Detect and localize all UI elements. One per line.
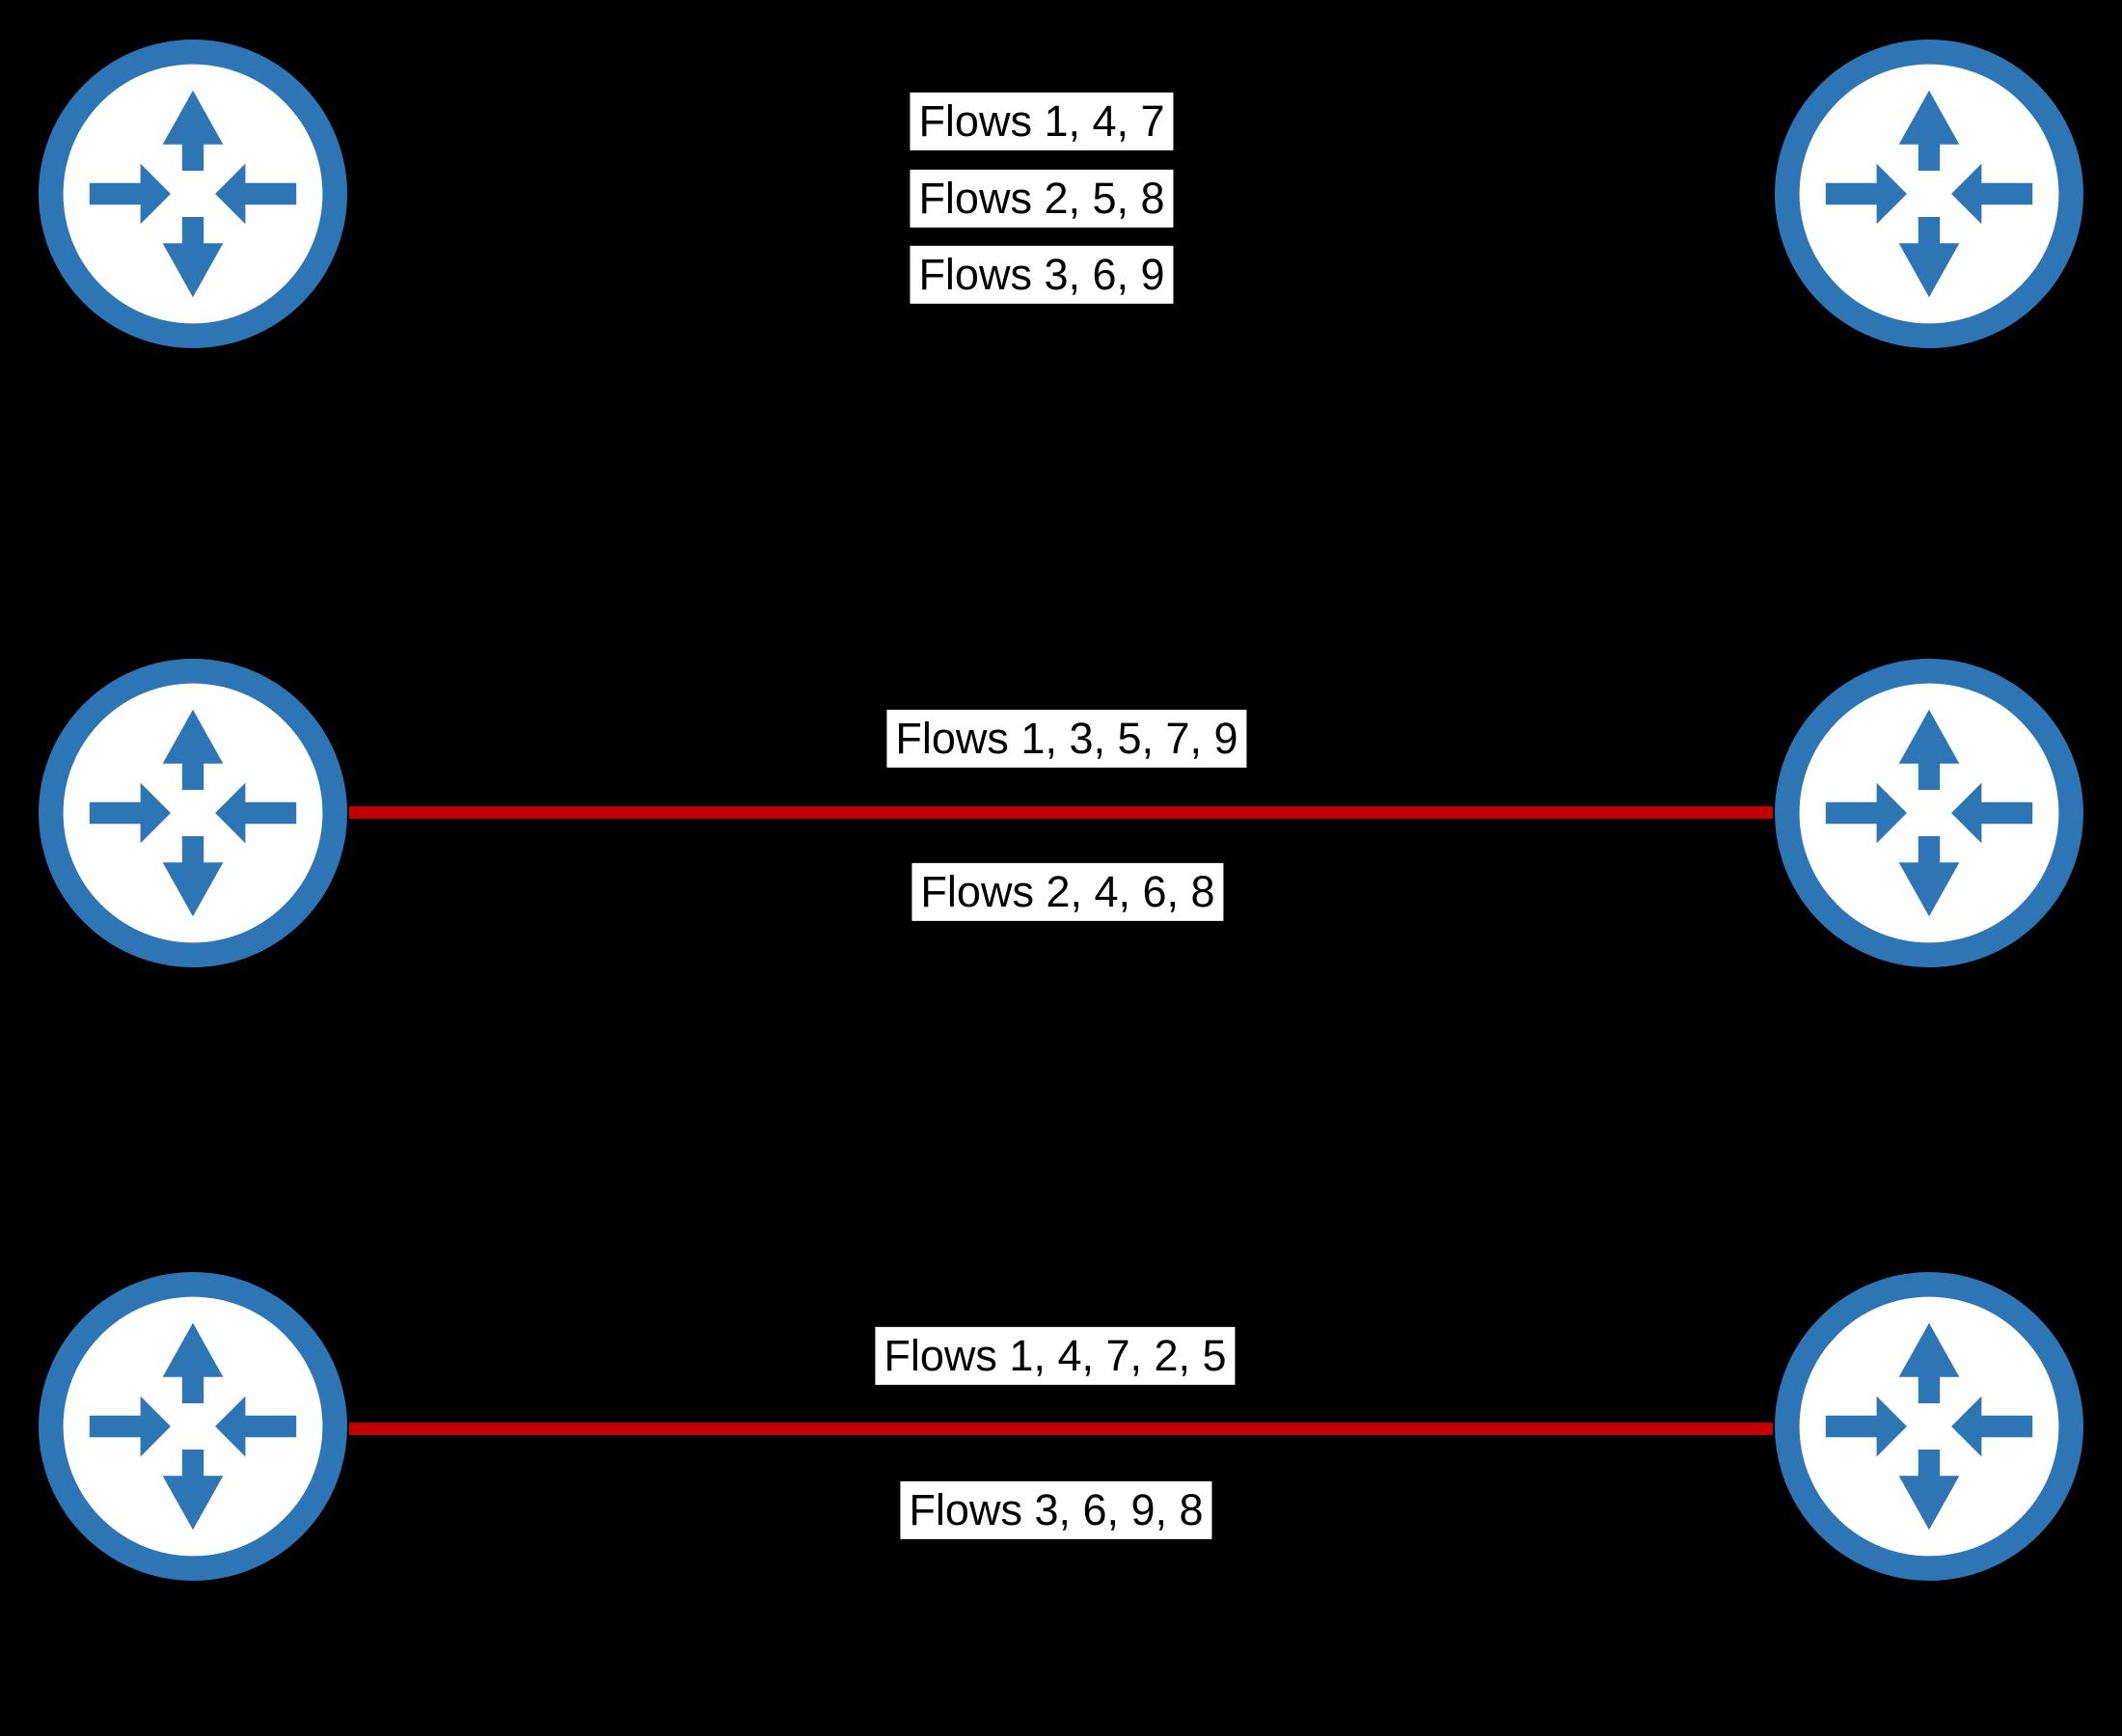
arrow-up-icon	[1898, 1322, 1960, 1403]
router-ring	[39, 659, 347, 967]
arrow-down-icon	[1898, 836, 1960, 917]
router-ring	[39, 40, 347, 348]
router-icon-svg	[1775, 659, 2083, 967]
router-icon-middle-left	[39, 659, 347, 967]
router-icon-bottom-left	[39, 1272, 347, 1581]
router-icon-middle-right	[1775, 659, 2083, 967]
arrow-down-icon	[1898, 1450, 1960, 1531]
arrow-inward-from-right-icon	[215, 163, 297, 225]
router-icon-svg	[39, 40, 347, 348]
router-icon-top-left	[39, 40, 347, 348]
router-icon-top-right	[1775, 40, 2083, 348]
arrow-inward-from-left-icon	[1825, 163, 1907, 225]
flow-label-top-0: Flows 1, 4, 7	[910, 92, 1174, 151]
arrow-inward-from-left-icon	[1825, 782, 1907, 844]
arrow-up-icon	[1898, 709, 1960, 790]
link-middle	[349, 805, 1773, 819]
arrow-up-icon	[162, 1322, 224, 1403]
router-icon-svg	[39, 659, 347, 967]
router-ring	[1775, 40, 2083, 348]
arrow-down-icon	[1898, 217, 1960, 298]
arrow-down-icon	[162, 1450, 224, 1531]
router-icon-svg	[39, 1272, 347, 1581]
router-ring	[39, 1272, 347, 1581]
flow-label-middle-3: Flows 1, 3, 5, 7, 9	[886, 709, 1247, 769]
flow-label-middle-4: Flows 2, 4, 6, 8	[911, 862, 1224, 922]
router-icon-bottom-right	[1775, 1272, 2083, 1581]
link-bottom	[349, 1422, 1773, 1435]
router-ring	[1775, 1272, 2083, 1581]
flow-label-top-1: Flows 2, 5, 8	[910, 169, 1174, 229]
flow-label-bottom-5: Flows 1, 4, 7, 2, 5	[875, 1326, 1236, 1386]
arrow-inward-from-right-icon	[1951, 1396, 2033, 1457]
flow-label-bottom-6: Flows 3, 6, 9, 8	[900, 1480, 1212, 1540]
arrow-inward-from-left-icon	[89, 163, 171, 225]
router-icon-svg	[1775, 1272, 2083, 1581]
arrow-down-icon	[162, 217, 224, 298]
flow-label-top-2: Flows 3, 6, 9	[910, 245, 1174, 305]
arrow-inward-from-right-icon	[1951, 782, 2033, 844]
arrow-up-icon	[162, 709, 224, 790]
arrow-inward-from-right-icon	[1951, 163, 2033, 225]
router-ring	[1775, 659, 2083, 967]
router-icon-svg	[1775, 40, 2083, 348]
arrow-inward-from-left-icon	[89, 782, 171, 844]
arrow-inward-from-right-icon	[215, 782, 297, 844]
arrow-up-icon	[1898, 90, 1960, 171]
arrow-inward-from-right-icon	[215, 1396, 297, 1457]
arrow-inward-from-left-icon	[89, 1396, 171, 1457]
arrow-down-icon	[162, 836, 224, 917]
arrow-inward-from-left-icon	[1825, 1396, 1907, 1457]
arrow-up-icon	[162, 90, 224, 171]
